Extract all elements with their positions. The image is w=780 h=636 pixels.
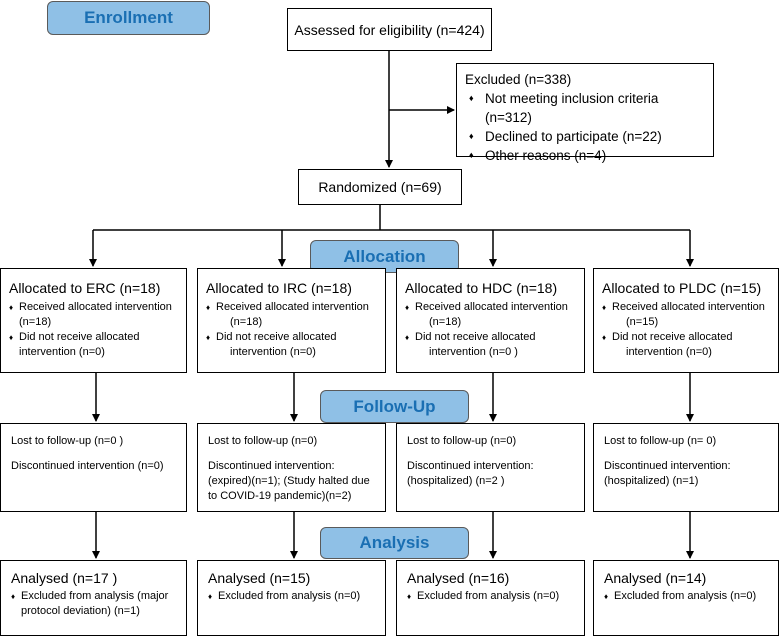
excluded-item: Other reasons (n=4) (465, 146, 705, 165)
not-received-n: intervention (n=0) (19, 346, 105, 358)
allocation-box-hdc: Allocated to HDC (n=18) Received allocat… (396, 268, 585, 373)
discontinued-line: (hospitalized) (n=1) (604, 475, 699, 487)
received-line: Received allocated intervention (405, 300, 576, 315)
allocated-title: Allocated to HDC (n=18) (405, 280, 558, 296)
received-line: Received allocated intervention (9, 300, 178, 315)
discontinued-line: Discontinued intervention: (604, 460, 731, 472)
not-received-line: Did not receive allocated (206, 330, 377, 345)
enrollment-label: Enrollment (47, 1, 210, 35)
lost-followup: Lost to follow-up (n=0) (407, 435, 517, 447)
excluded-box: Excluded (n=338) Not meeting inclusion c… (456, 63, 714, 165)
received-n: (n=18) (429, 316, 462, 328)
followup-label: Follow-Up (320, 390, 469, 423)
not-received-line: Did not receive allocated (9, 330, 178, 345)
excluded-analysis-line: Excluded from analysis (n=0) (407, 589, 576, 604)
excluded-item: Declined to participate (n=22) (465, 127, 705, 146)
discontinued-line: (hospitalized) (n=2 ) (407, 475, 505, 487)
lost-followup: Lost to follow-up (n=0) (208, 435, 318, 447)
allocated-title: Allocated to PLDC (n=15) (602, 280, 762, 296)
allocation-box-irc: Allocated to IRC (n=18) Received allocat… (197, 268, 386, 373)
analysis-label: Analysis (320, 527, 469, 559)
assessed-box: Assessed for eligibility (n=424) (287, 8, 492, 51)
lost-followup: Lost to follow-up (n= 0) (604, 435, 717, 447)
allocated-title: Allocated to IRC (n=18) (206, 280, 352, 296)
allocation-box-erc: Allocated to ERC (n=18) Received allocat… (0, 268, 187, 373)
received-line: Received allocated intervention (206, 300, 377, 315)
excluded-analysis-line: Excluded from analysis (n=0) (604, 589, 770, 604)
received-n: (n=18) (19, 316, 52, 328)
analysed-title: Analysed (n=14) (604, 570, 707, 586)
analysed-title: Analysed (n=17 ) (11, 570, 118, 586)
assessed-text: Assessed for eligibility (n=424) (294, 21, 485, 38)
received-n: (n=18) (230, 316, 263, 328)
excluded-item: Not meeting inclusion criteria (n=312) (465, 89, 705, 127)
followup-box-erc: Lost to follow-up (n=0 ) Discontinued in… (0, 423, 187, 512)
not-received-n: intervention (n=0) (230, 346, 316, 358)
not-received-line: Did not receive allocated (405, 330, 576, 345)
discontinued-line: Discontinued intervention (n=0) (11, 460, 164, 472)
not-received-line: Did not receive allocated (602, 330, 770, 345)
analysed-title: Analysed (n=16) (407, 570, 510, 586)
allocation-label: Allocation (310, 240, 459, 273)
analysis-box-pldc: Analysed (n=14) Excluded from analysis (… (593, 560, 779, 636)
lost-followup: Lost to follow-up (n=0 ) (11, 435, 124, 447)
analysis-box-hdc: Analysed (n=16) Excluded from analysis (… (396, 560, 585, 636)
discontinued-line: to COVID-19 pandemic)(n=2) (208, 490, 352, 502)
received-line: Received allocated intervention (602, 300, 770, 315)
analysis-box-erc: Analysed (n=17 ) Excluded from analysis … (0, 560, 187, 636)
followup-box-hdc: Lost to follow-up (n=0) Discontinued int… (396, 423, 585, 512)
discontinued-line: Discontinued intervention: (407, 460, 534, 472)
not-received-n: intervention (n=0 ) (429, 346, 518, 358)
randomized-box: Randomized (n=69) (298, 169, 462, 205)
discontinued-line: Discontinued intervention: (208, 460, 335, 472)
allocation-box-pldc: Allocated to PLDC (n=15) Received alloca… (593, 268, 779, 373)
excluded-analysis-line: Excluded from analysis (n=0) (208, 589, 377, 604)
analysis-box-irc: Analysed (n=15) Excluded from analysis (… (197, 560, 386, 636)
followup-box-pldc: Lost to follow-up (n= 0) Discontinued in… (593, 423, 779, 512)
randomized-text: Randomized (n=69) (318, 179, 442, 195)
allocated-title: Allocated to ERC (n=18) (9, 280, 161, 296)
discontinued-line: (expired)(n=1); (Study halted due (208, 475, 370, 487)
followup-box-irc: Lost to follow-up (n=0) Discontinued int… (197, 423, 386, 512)
excluded-title: Excluded (n=338) (465, 72, 572, 87)
excluded-analysis-line: Excluded from analysis (major (11, 589, 178, 604)
not-received-n: intervention (n=0) (626, 346, 712, 358)
excluded-analysis-line: protocol deviation) (n=1) (21, 605, 140, 617)
received-n: (n=15) (626, 316, 659, 328)
analysed-title: Analysed (n=15) (208, 570, 311, 586)
